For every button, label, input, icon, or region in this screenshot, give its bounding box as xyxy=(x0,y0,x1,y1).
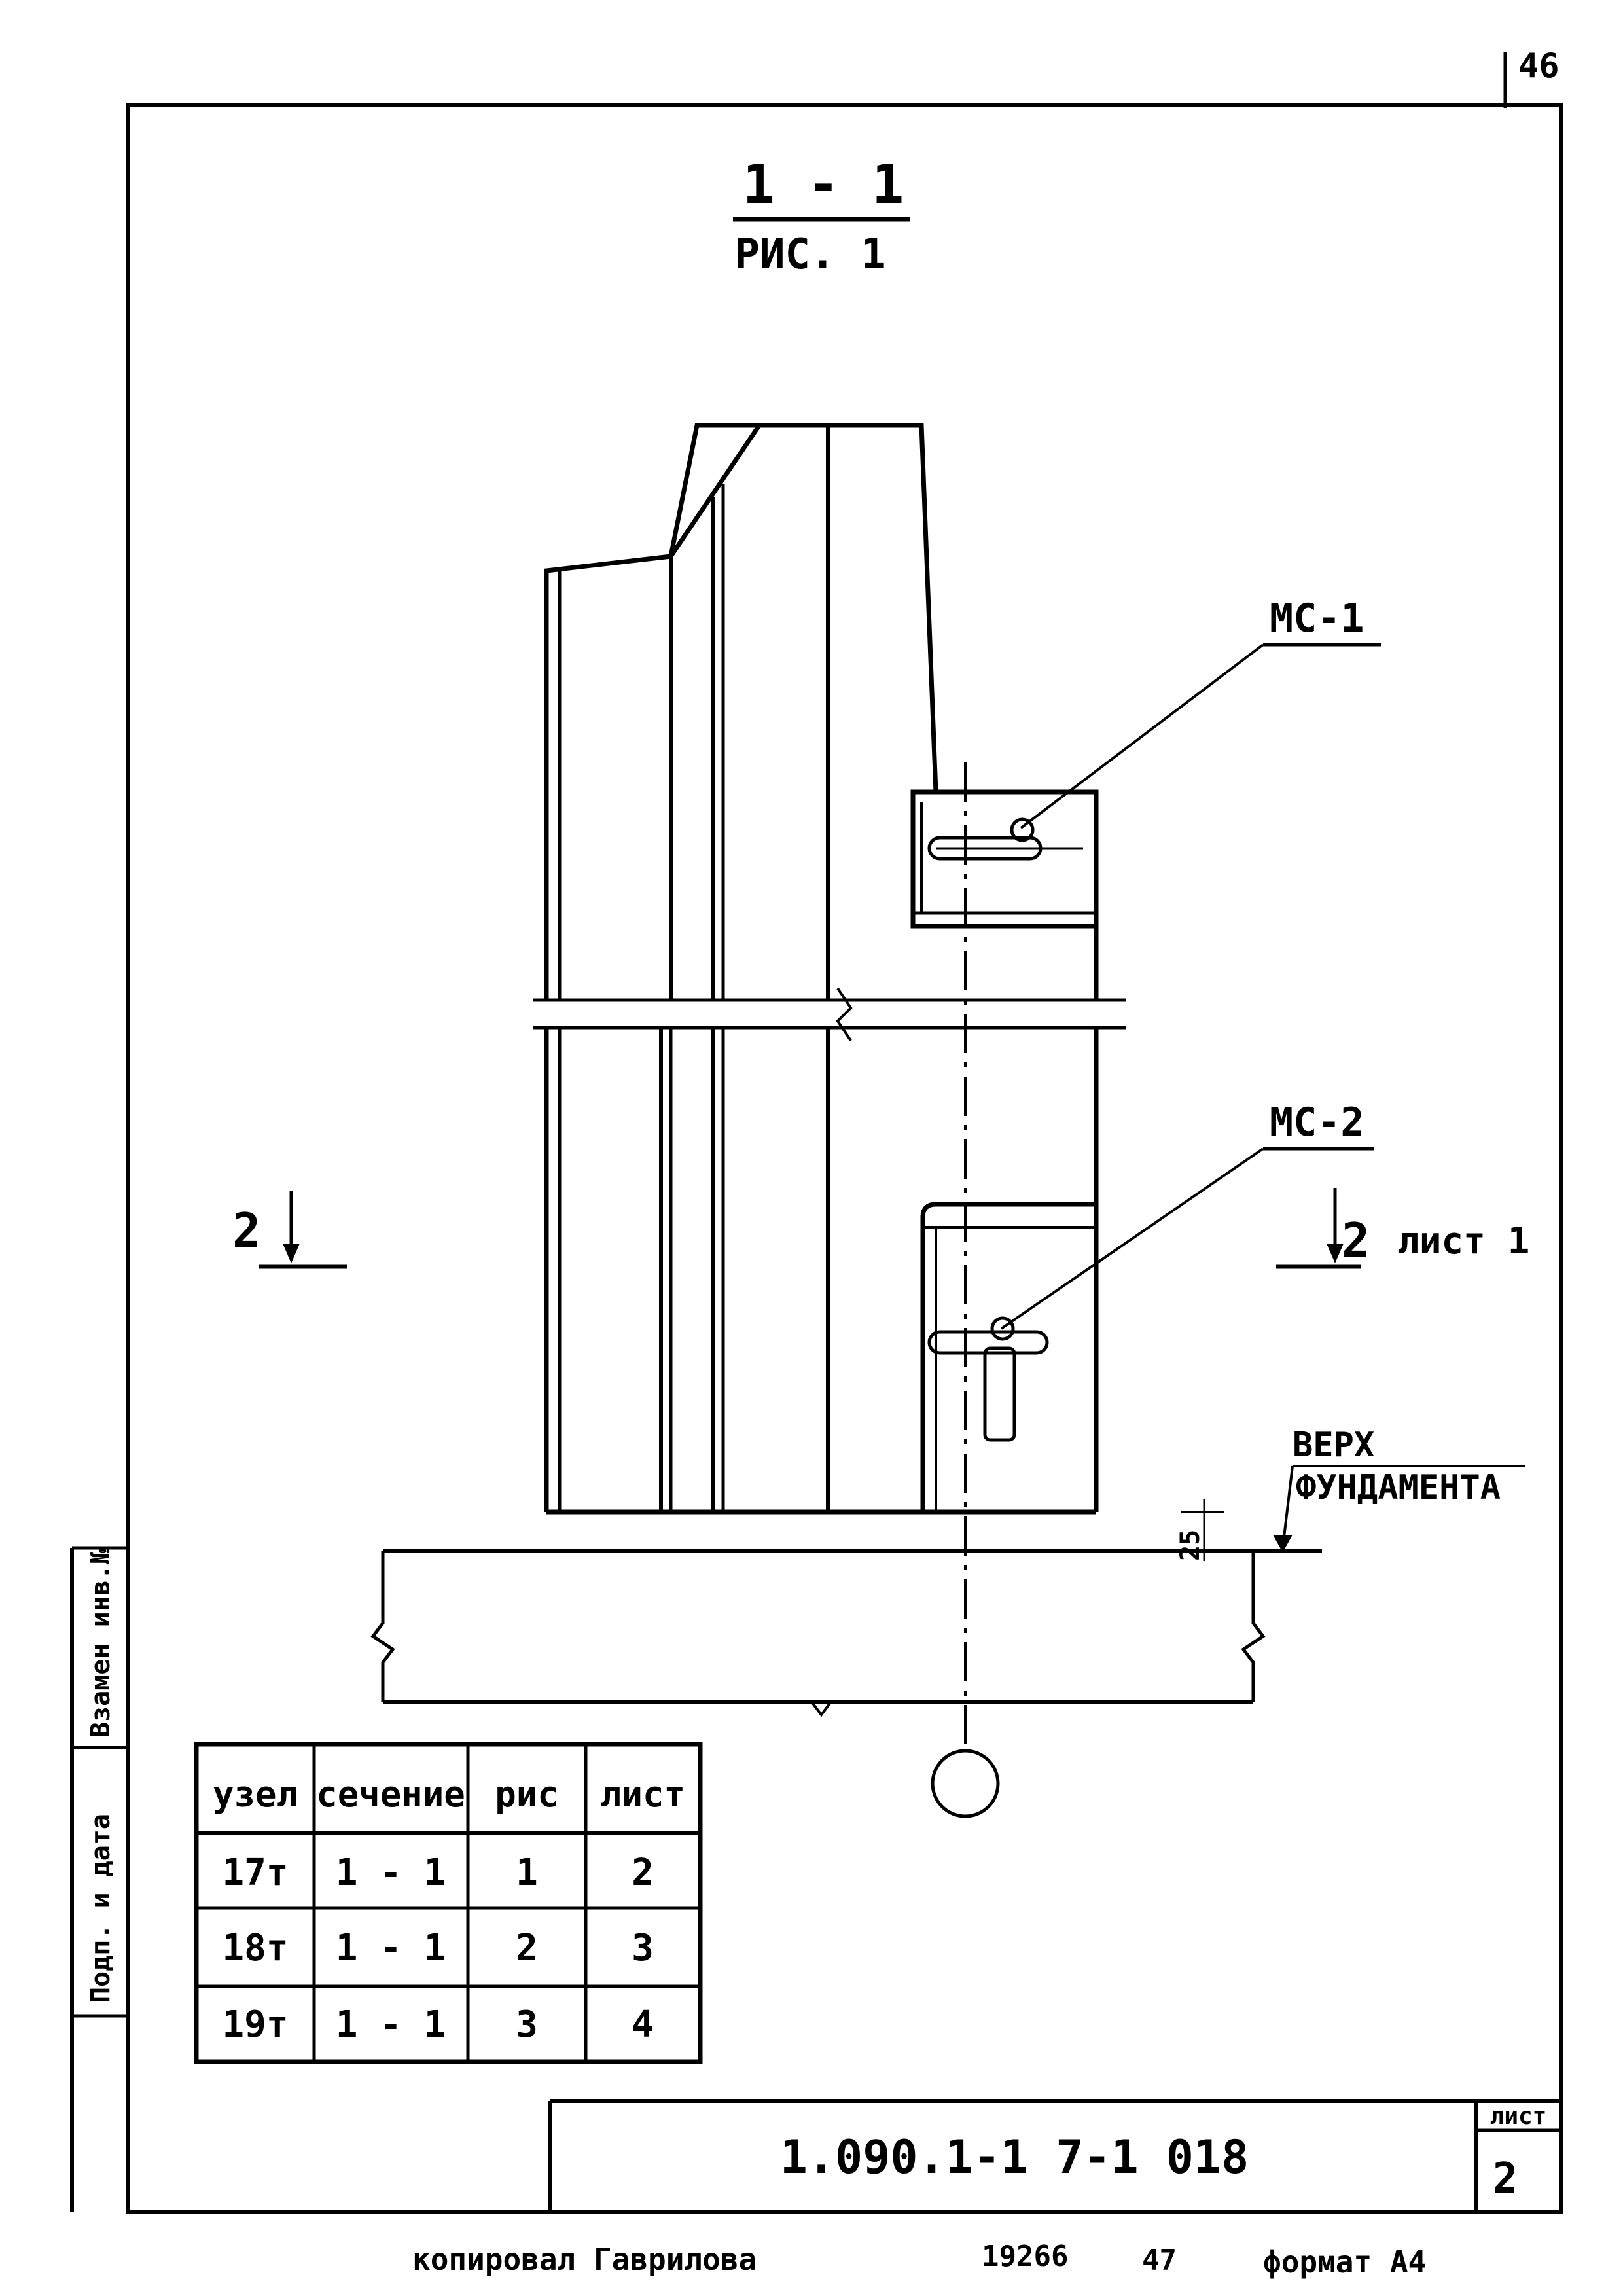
callout-mc2-label: МС-2 xyxy=(1270,1100,1364,1145)
table-cell: 2 xyxy=(516,1927,538,1969)
table-cell: 1 - 1 xyxy=(336,1852,446,1894)
callout-mc1-label: МС-1 xyxy=(1270,596,1364,641)
section-mark-left-arrowhead xyxy=(283,1244,300,1263)
footer: копировал Гаврилова 19266 47 формат А4 xyxy=(412,2240,1426,2280)
dimension-value: 25 xyxy=(1175,1530,1205,1561)
table-cell: 2 xyxy=(632,1852,654,1894)
document-code: 1.090.1-1 7-1 018 xyxy=(780,2130,1249,2184)
table-cell: 1 - 1 xyxy=(336,1927,446,1969)
table-cell: 19т xyxy=(222,2003,288,2046)
table-cell: 1 xyxy=(516,1852,538,1894)
table-cell: 18т xyxy=(222,1927,288,1969)
anchor-bolt-mc2 xyxy=(927,1316,1049,1442)
table-cell: 3 xyxy=(632,1927,654,1969)
sheet-label: лист xyxy=(1490,2103,1547,2130)
footer-code: 47 xyxy=(1142,2244,1177,2277)
title-block: 1.090.1-1 7-1 018 лист 2 xyxy=(548,2099,1561,2212)
callout-mc2-leader xyxy=(1000,1147,1264,1330)
section-label: 1 - 1 xyxy=(743,154,904,216)
callout-mc1-leader xyxy=(1020,643,1264,829)
foundation-label-line2: ФУНДАМЕНТА xyxy=(1296,1468,1501,1507)
table-cell: 3 xyxy=(516,2003,538,2046)
callout-mc1: МС-1 xyxy=(1020,596,1381,829)
column-elevation xyxy=(533,423,1126,1515)
footer-number: 19266 xyxy=(982,2240,1068,2273)
table-header-section: сечение xyxy=(316,1774,465,1815)
figure-label: РИС. 1 xyxy=(734,230,885,279)
callout-mc2: МС-2 xyxy=(1000,1100,1374,1330)
footer-format: формат А4 xyxy=(1263,2244,1426,2280)
sheet-frame xyxy=(126,103,1563,2214)
section-mark-right: 2 лист 1 xyxy=(1276,1188,1529,1269)
table-header-figure: рис xyxy=(495,1774,559,1815)
dimension-25: 25 xyxy=(1175,1499,1224,1561)
table-cell: 1 - 1 xyxy=(336,2003,446,2046)
foundation xyxy=(370,1549,1322,1717)
section-mark-right-arrowhead xyxy=(1327,1244,1344,1263)
axis-marker-circle xyxy=(931,1749,1000,1818)
table-header-sheet: лист xyxy=(600,1774,685,1815)
section-mark-right-number: 2 xyxy=(1342,1213,1370,1268)
anchor-bolt-mc1 xyxy=(927,817,1083,861)
side-stamp-replacement: Взамен инв.№ xyxy=(86,1549,116,1738)
foundation-label-arrowhead xyxy=(1273,1535,1293,1552)
side-stamp: Взамен инв.№ Подп. и дата xyxy=(70,1546,128,2212)
foundation-top-label: ВЕРХ ФУНДАМЕНТА xyxy=(1273,1426,1525,1552)
foundation-label-leader xyxy=(1281,1465,1294,1549)
table-cell: 4 xyxy=(632,2003,654,2046)
nodes-table-border xyxy=(194,1742,703,2064)
nodes-table: узел сечение рис лист 17т 1 - 1 1 2 18т … xyxy=(194,1742,703,2064)
table-cell: 17т xyxy=(222,1852,288,1894)
page-number: 46 xyxy=(1518,46,1560,86)
side-stamp-signature: Подп. и дата xyxy=(86,1814,116,2003)
footer-copied: копировал Гаврилова xyxy=(412,2242,757,2277)
section-mark-left-number: 2 xyxy=(232,1203,260,1258)
table-header-node: узел xyxy=(213,1774,298,1815)
foundation-label-line1: ВЕРХ xyxy=(1293,1426,1374,1465)
section-mark-left: 2 xyxy=(232,1191,347,1269)
sheet-number: 2 xyxy=(1493,2155,1518,2203)
section-mark-right-sheet: лист 1 xyxy=(1397,1220,1529,1263)
